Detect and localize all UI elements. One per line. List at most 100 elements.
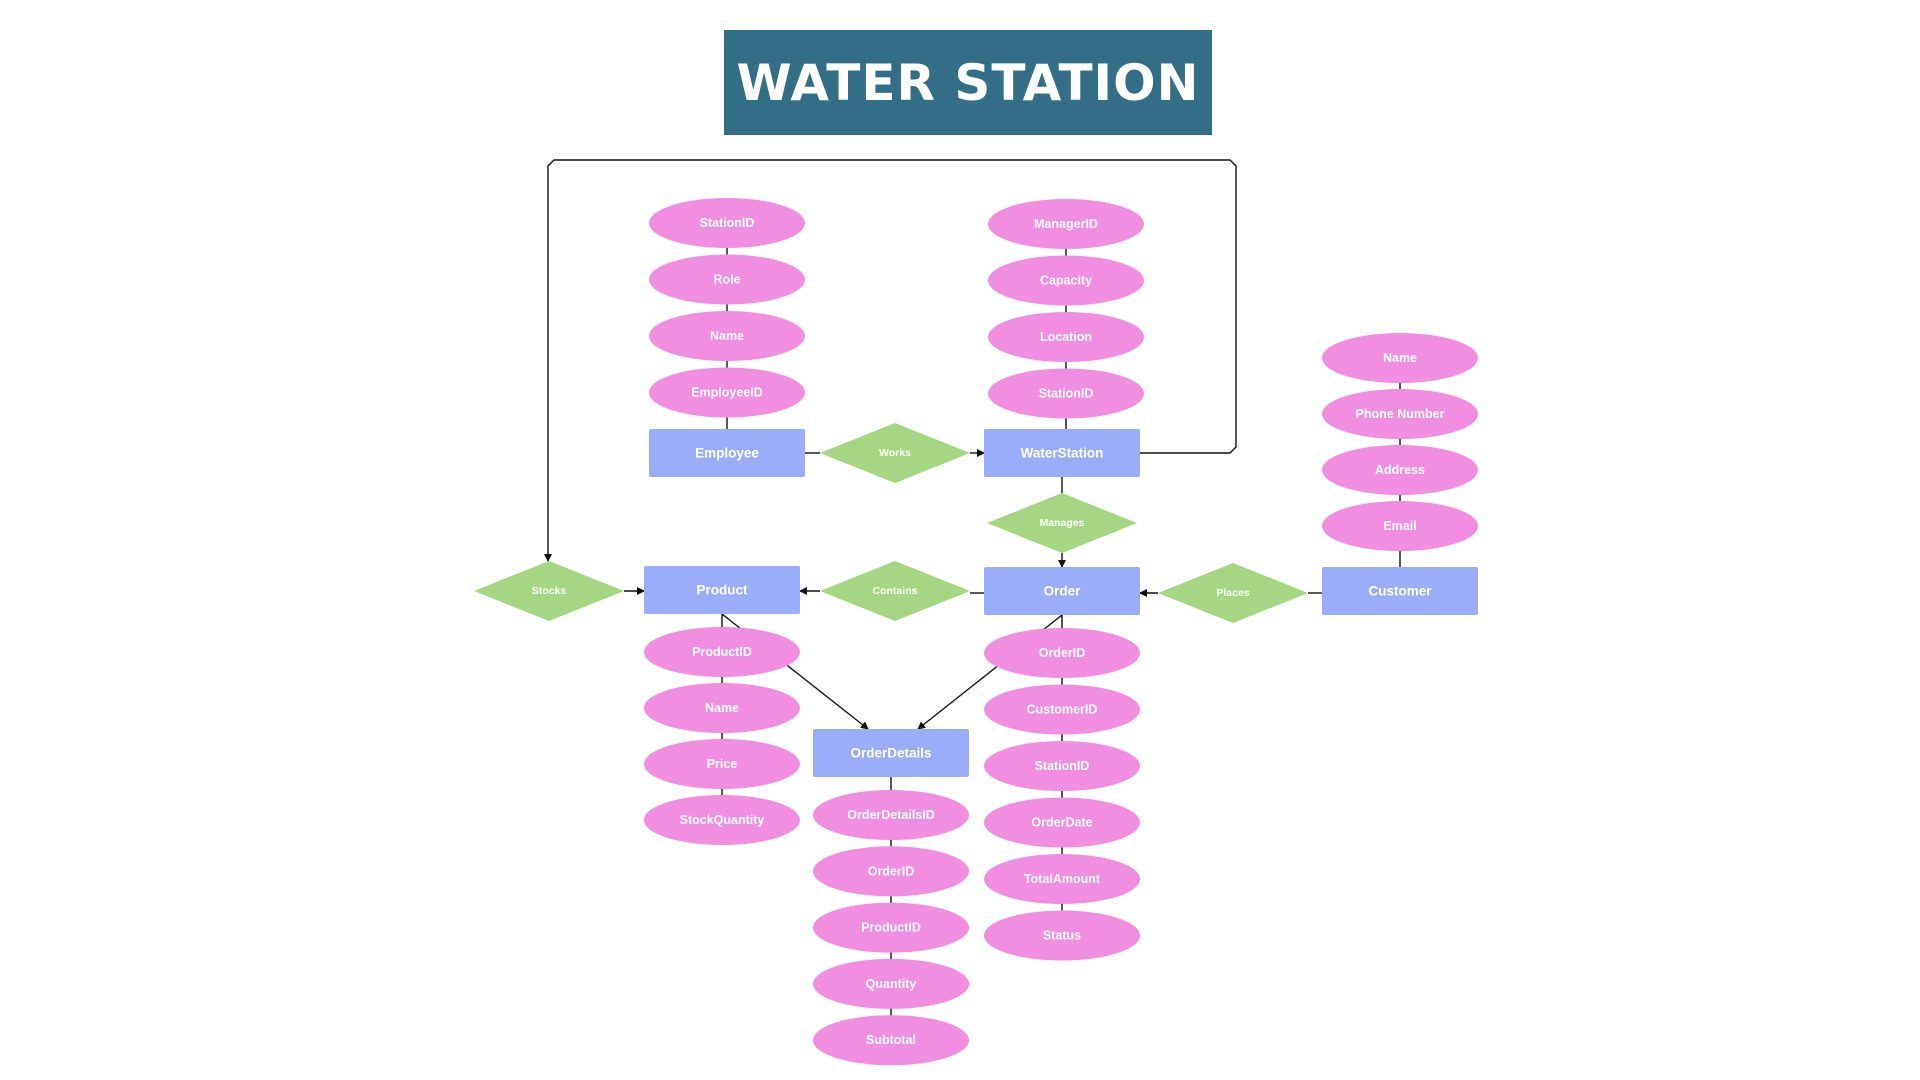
- entity-box: [813, 729, 969, 777]
- attribute-ellipse: [644, 627, 800, 677]
- relationship-diamond: [474, 561, 624, 621]
- entity-orderdetails: OrderDetails: [813, 729, 969, 777]
- entity-product: Product: [644, 566, 800, 614]
- attribute-label: ProductID: [692, 645, 752, 659]
- entity-order: Order: [984, 567, 1140, 615]
- attribute-orderdetails-quantity: Quantity: [813, 958, 969, 1009]
- diagram-title: WATER STATION: [736, 53, 1200, 112]
- attribute-ellipse: [813, 790, 969, 840]
- attribute-customer-name: Name: [1322, 333, 1478, 383]
- attribute-label: StationID: [1039, 387, 1094, 401]
- relationship-places: Places: [1158, 563, 1308, 623]
- attribute-ellipse: [984, 741, 1140, 791]
- attribute-ellipse: [813, 902, 969, 953]
- attribute-order-status: Status: [984, 910, 1140, 961]
- attribute-order-orderdate: OrderDate: [984, 797, 1140, 848]
- attribute-orderdetails-productid: ProductID: [813, 902, 969, 953]
- attribute-label: ManagerID: [1034, 217, 1098, 231]
- attribute-label: OrderDetailsID: [847, 808, 935, 822]
- attribute-ellipse: [644, 683, 800, 733]
- entity-label: Order: [1044, 584, 1082, 599]
- relationship-contains: Contains: [820, 561, 970, 621]
- attribute-label: StationID: [1035, 759, 1090, 773]
- attribute-ellipse: [649, 311, 805, 361]
- attribute-label: Email: [1383, 519, 1416, 533]
- attribute-product-name: Name: [644, 683, 800, 733]
- attribute-product-stockquantity: StockQuantity: [644, 795, 800, 845]
- relationship-manages: Manages: [987, 493, 1137, 553]
- relationship-diamond: [1158, 563, 1308, 623]
- attribute-label: Status: [1043, 929, 1081, 943]
- attribute-ellipse: [988, 199, 1144, 249]
- attribute-label: Role: [713, 273, 740, 287]
- attribute-ellipse: [1322, 501, 1478, 551]
- attribute-order-orderid: OrderID: [984, 628, 1140, 678]
- attribute-label: EmployeeID: [691, 386, 763, 400]
- attribute-label: Location: [1040, 330, 1092, 344]
- entity-box: [984, 567, 1140, 615]
- attribute-ellipse: [649, 198, 805, 248]
- attribute-label: Price: [707, 757, 738, 771]
- attribute-label: Quantity: [866, 977, 917, 991]
- diagram-shapes: StationIDRoleNameEmployeeIDManagerIDCapa…: [474, 198, 1478, 1066]
- attribute-ellipse: [813, 846, 969, 897]
- attribute-label: StockQuantity: [680, 813, 765, 827]
- entity-label: Employee: [695, 446, 759, 461]
- attribute-ellipse: [1322, 445, 1478, 495]
- attribute-ellipse: [984, 797, 1140, 848]
- entity-customer: Customer: [1322, 567, 1478, 615]
- link-waterstation-stocks: [544, 159, 1237, 562]
- attribute-label: CustomerID: [1027, 703, 1098, 717]
- title-banner: WATER STATION: [724, 30, 1212, 135]
- attribute-ellipse: [644, 739, 800, 789]
- attribute-ellipse: [988, 255, 1144, 306]
- attribute-ellipse: [988, 312, 1144, 362]
- entity-label: WaterStation: [1021, 446, 1104, 461]
- entity-box: [649, 429, 805, 477]
- entity-box: [1322, 567, 1478, 615]
- attribute-label: ProductID: [861, 921, 921, 935]
- attribute-ellipse: [644, 795, 800, 845]
- entity-label: OrderDetails: [850, 746, 931, 761]
- entity-employee: Employee: [649, 429, 805, 477]
- attribute-label: Name: [705, 701, 739, 715]
- attribute-orderdetails-orderdetailsid: OrderDetailsID: [813, 790, 969, 840]
- attribute-label: OrderID: [1039, 646, 1086, 660]
- relationship-stocks: Stocks: [474, 561, 624, 621]
- attribute-employee-name: Name: [649, 311, 805, 361]
- attribute-waterstation-stationid: StationID: [988, 368, 1144, 419]
- attribute-label: Name: [710, 329, 744, 343]
- attribute-ellipse: [988, 368, 1144, 419]
- relationship-diamond: [820, 561, 970, 621]
- attribute-ellipse: [1322, 389, 1478, 439]
- attribute-label: OrderID: [868, 864, 915, 878]
- entity-label: Product: [696, 583, 748, 598]
- relationship-label: Manages: [1040, 517, 1085, 529]
- attribute-ellipse: [813, 1015, 969, 1066]
- attribute-orderdetails-orderid: OrderID: [813, 846, 969, 897]
- attribute-customer-address: Address: [1322, 445, 1478, 495]
- entity-box: [984, 429, 1140, 477]
- attribute-label: OrderDate: [1031, 816, 1092, 830]
- attribute-label: Subtotal: [866, 1033, 916, 1047]
- attribute-order-totalamount: TotalAmount: [984, 854, 1140, 904]
- attribute-ellipse: [813, 958, 969, 1009]
- attribute-employee-employeeid: EmployeeID: [649, 367, 805, 418]
- attribute-orderdetails-subtotal: Subtotal: [813, 1015, 969, 1066]
- attribute-ellipse: [649, 254, 805, 305]
- attribute-order-stationid: StationID: [984, 741, 1140, 791]
- attribute-ellipse: [1322, 333, 1478, 383]
- attribute-label: TotalAmount: [1024, 872, 1101, 886]
- entity-waterstation: WaterStation: [984, 429, 1140, 477]
- attribute-ellipse: [984, 910, 1140, 961]
- attribute-ellipse: [984, 854, 1140, 904]
- attribute-employee-stationid: StationID: [649, 198, 805, 248]
- attribute-customer-email: Email: [1322, 501, 1478, 551]
- attribute-waterstation-managerid: ManagerID: [988, 199, 1144, 249]
- attribute-customer-phone-number: Phone Number: [1322, 389, 1478, 439]
- relationship-diamond: [987, 493, 1137, 553]
- entity-box: [644, 566, 800, 614]
- attribute-product-price: Price: [644, 739, 800, 789]
- relationship-label: Stocks: [532, 585, 567, 597]
